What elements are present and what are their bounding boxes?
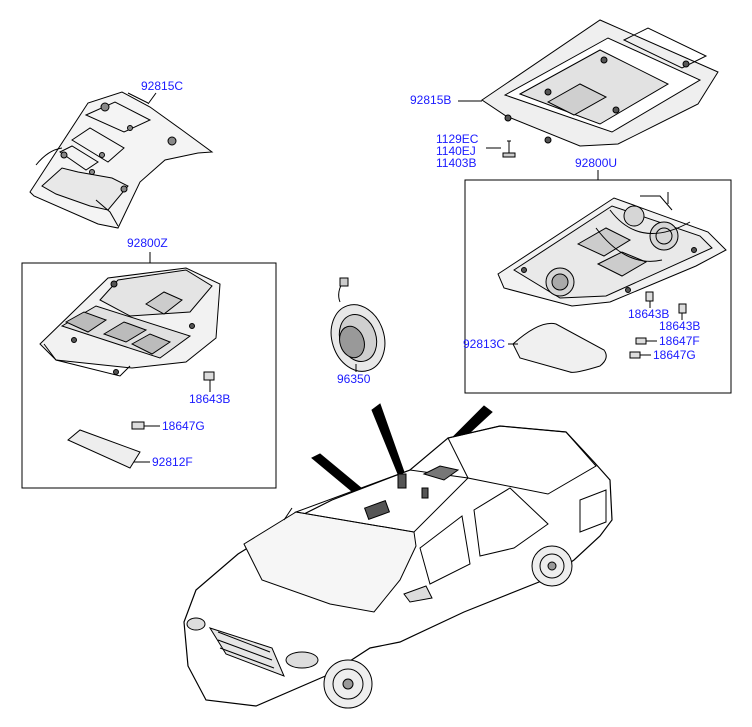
leader-92815C [147,92,157,105]
label-1129EC[interactable]: 1129EC [436,132,479,146]
part-92812F-drawing [67,429,141,469]
label-18647G-b[interactable]: 18647G [653,348,696,362]
label-92815B[interactable]: 92815B [410,93,452,107]
label-18643B-a[interactable]: 18643B [189,392,231,406]
label-92800Z[interactable]: 92800Z [127,236,168,250]
label-92813C[interactable]: 92813C [463,337,506,351]
pointer-wedge-middle [371,403,405,475]
label-1140EJ[interactable]: 1140EJ [436,144,476,158]
label-18643B-b[interactable]: 18643B [659,319,701,333]
label-18643B-c[interactable]: 18643B [628,307,670,321]
part-92800Z-drawing [39,267,221,377]
label-11403B[interactable]: 11403B [436,156,477,170]
part-92815B-drawing [481,19,719,147]
label-18647G-a[interactable]: 18647G [162,419,205,433]
screw-drawing [502,140,516,158]
part-92813C-drawing [512,322,607,373]
car-drawing [183,425,613,709]
label-92815C[interactable]: 92815C [141,79,184,93]
label-92800U[interactable]: 92800U [575,156,618,170]
label-18647F[interactable]: 18647F [659,334,700,348]
label-92812F[interactable]: 92812F [152,455,193,469]
box-92800Z [21,262,277,489]
part-92800U-drawing [497,192,727,307]
part-96350-drawing [330,277,386,372]
part-92815C-drawing [29,91,214,229]
label-96350[interactable]: 96350 [337,372,371,386]
